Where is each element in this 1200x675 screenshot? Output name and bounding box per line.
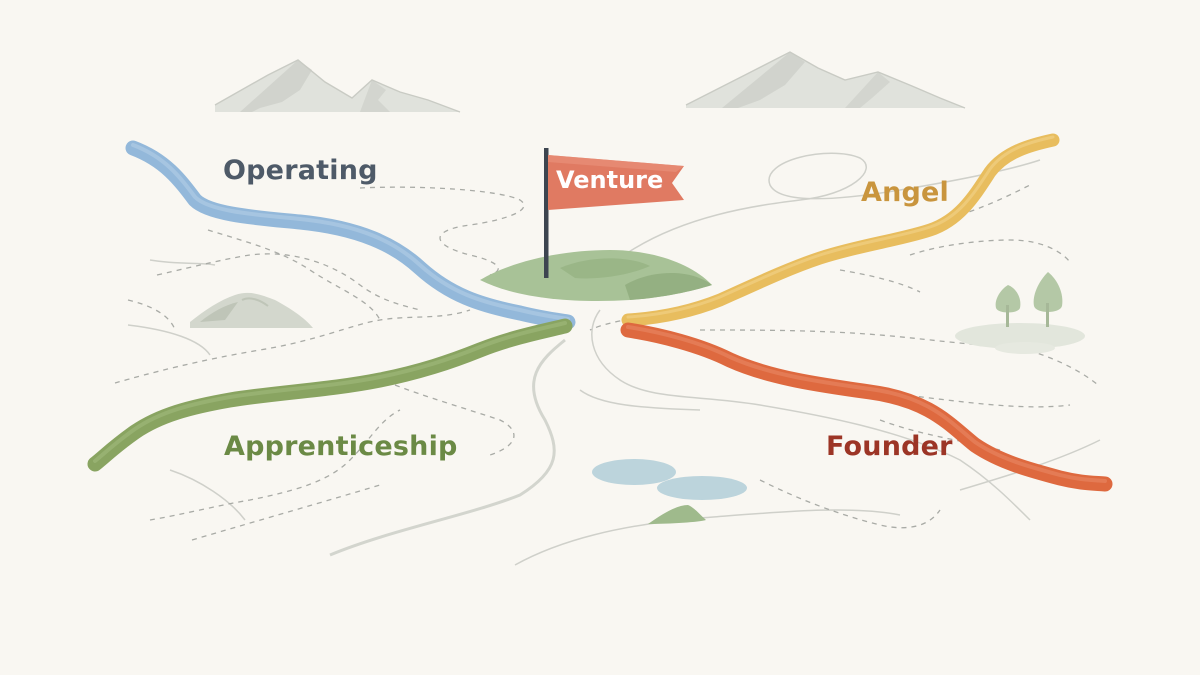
small-hill	[648, 505, 706, 524]
label-angel: Angel	[861, 177, 950, 208]
label-founder: Founder	[826, 431, 953, 462]
lake	[592, 459, 747, 500]
label-operating: Operating	[223, 155, 378, 186]
mountain-range-left	[214, 59, 461, 113]
path-apprenticeship	[87, 318, 573, 472]
path-founder	[620, 322, 1113, 492]
central-hill	[480, 250, 712, 301]
path-operating	[125, 140, 576, 330]
tree-group	[955, 272, 1085, 354]
rock-left	[190, 292, 313, 328]
path-angel	[621, 133, 1060, 327]
label-apprenticeship: Apprenticeship	[224, 431, 458, 462]
flag-label: Venture	[556, 166, 664, 194]
mountain-range-right	[685, 51, 966, 109]
dashed-trails	[114, 184, 1099, 541]
flag-icon	[544, 148, 684, 278]
